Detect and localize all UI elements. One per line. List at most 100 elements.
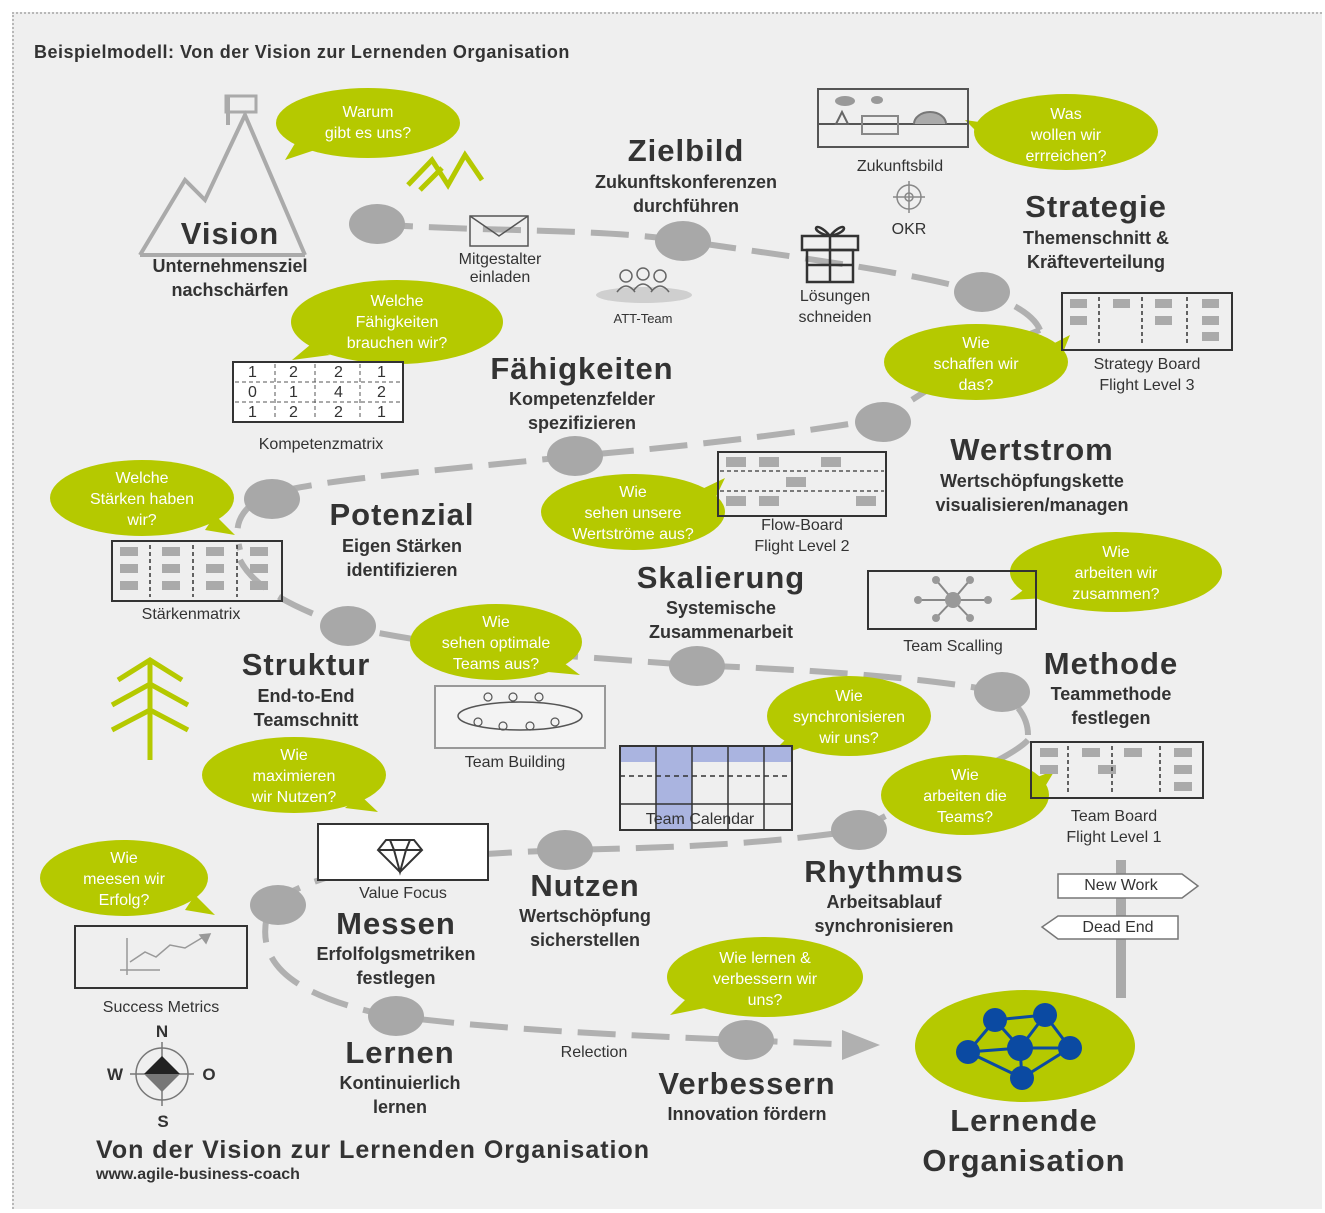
success-metrics-icon bbox=[74, 925, 248, 989]
stage-circle-zielbild bbox=[655, 221, 711, 261]
label-value-focus: Value Focus bbox=[359, 885, 447, 902]
stage-circle-methode bbox=[974, 672, 1030, 712]
stage-circle-wertstrom bbox=[855, 402, 911, 442]
stage-strategie-sub2: Kräfteverteilung bbox=[1026, 252, 1166, 272]
stage-vision-title: Vision bbox=[180, 216, 280, 251]
sign-dead-end: Dead End bbox=[1082, 918, 1154, 936]
footer-title: Von der Vision zur Lernenden Organisatio… bbox=[96, 1136, 651, 1164]
stage-circle-vision bbox=[349, 204, 405, 244]
label-team-building: Team Building bbox=[464, 754, 566, 771]
stage-potenzial-sub2: identifizieren bbox=[346, 560, 458, 580]
label-att-team: ATT-Team bbox=[613, 311, 673, 326]
stage-struktur-title: Struktur bbox=[241, 647, 371, 682]
stage-circle-faehigkeiten bbox=[547, 436, 603, 476]
mountain-icon bbox=[138, 94, 307, 257]
stage-zielbild-sub2: durchführen bbox=[633, 196, 739, 216]
stage-wertstrom-sub1: Wertschöpfungskette bbox=[940, 471, 1124, 491]
kompetenzmatrix-icon bbox=[232, 361, 404, 423]
stage-wertstrom-title: Wertstrom bbox=[950, 432, 1114, 467]
label-team-calendar: Team Calendar bbox=[645, 811, 755, 828]
flow-board-icon bbox=[717, 451, 887, 517]
stage-faehigkeiten-title: Fähigkeiten bbox=[490, 351, 674, 386]
stage-messen-sub1: Erfolfolgsmetriken bbox=[316, 944, 476, 964]
label-zukunftsbild: Zukunftsbild bbox=[856, 158, 944, 175]
page-title: Beispielmodell: Von der Vision zur Lerne… bbox=[34, 42, 570, 62]
compass-o: O bbox=[202, 1065, 216, 1084]
stage-nutzen-title: Nutzen bbox=[530, 868, 640, 903]
stage-skalierung-sub1: Systemische bbox=[665, 598, 777, 618]
envelope-icon bbox=[469, 215, 529, 247]
stage-methode-sub2: festlegen bbox=[1071, 708, 1151, 728]
stage-skalierung-title: Skalierung bbox=[636, 560, 806, 595]
stage-wertstrom-sub2: visualisieren/managen bbox=[935, 495, 1129, 515]
stage-zielbild-title: Zielbild bbox=[627, 133, 745, 168]
stage-circle-struktur bbox=[320, 606, 376, 646]
stage-verbessern-title: Verbessern bbox=[658, 1066, 836, 1101]
stage-circles bbox=[244, 204, 1030, 1060]
sign-new-work: New Work bbox=[1084, 877, 1158, 894]
lernende-organisation-line2: Organisation bbox=[922, 1143, 1126, 1178]
tree-icon bbox=[110, 657, 190, 760]
compass-s: S bbox=[157, 1112, 169, 1131]
zukunftsbild-icon bbox=[817, 88, 969, 148]
att-team-icon bbox=[596, 267, 692, 303]
stage-potenzial-title: Potenzial bbox=[329, 497, 475, 532]
stage-potenzial-sub1: Eigen Stärken bbox=[341, 536, 463, 556]
stage-zielbild-sub1: Zukunftskonferenzen bbox=[594, 172, 777, 192]
stage-rhythmus-sub2: synchronisieren bbox=[814, 916, 954, 936]
stage-messen-title: Messen bbox=[336, 906, 456, 941]
stage-circle-lernen bbox=[368, 996, 424, 1036]
stage-messen-sub2: festlegen bbox=[356, 968, 436, 988]
stage-circle-skalierung bbox=[669, 646, 725, 686]
stage-strategie-sub1: Themenschnitt & bbox=[1022, 228, 1169, 248]
stage-nutzen-sub2: sicherstellen bbox=[529, 930, 641, 950]
team-board-icon bbox=[1030, 741, 1204, 799]
stage-strategie-title: Strategie bbox=[1025, 189, 1167, 224]
stage-nutzen-sub1: Wertschöpfung bbox=[519, 906, 651, 926]
team-calendar-icon bbox=[619, 745, 793, 831]
label-success-metrics: Success Metrics bbox=[102, 999, 220, 1016]
lernende-organisation-line1: Lernende bbox=[950, 1103, 1098, 1138]
signpost-icon bbox=[1040, 860, 1200, 998]
gift-icon bbox=[800, 225, 860, 284]
stage-skalierung-sub2: Zusammenarbeit bbox=[648, 622, 794, 642]
stage-circle-verbessern bbox=[718, 1020, 774, 1060]
path-arrowhead bbox=[842, 1030, 880, 1060]
speech-bubbles bbox=[40, 88, 1222, 1017]
team-scalling-icon bbox=[867, 570, 1037, 630]
stage-circle-rhythmus bbox=[831, 810, 887, 850]
footer-url: www.agile-business-coach bbox=[96, 1166, 300, 1183]
zigzag-icon bbox=[406, 150, 485, 192]
stage-methode-title: Methode bbox=[1043, 646, 1179, 681]
stage-circle-strategie bbox=[954, 272, 1010, 312]
value-focus-icon bbox=[317, 823, 489, 881]
stage-rhythmus-title: Rhythmus bbox=[804, 854, 964, 889]
label-team-scalling: Team Scalling bbox=[903, 638, 1003, 655]
stage-faehigkeiten-sub2: spezifizieren bbox=[527, 413, 637, 433]
compass-w: W bbox=[106, 1065, 124, 1084]
network-icon bbox=[915, 990, 1135, 1102]
stage-lernen-sub2: lernen bbox=[372, 1097, 428, 1117]
label-staerkenmatrix: Stärkenmatrix bbox=[141, 606, 241, 623]
stage-verbessern-sub1: Innovation fördern bbox=[667, 1104, 827, 1124]
stage-struktur-sub2: Teamschnitt bbox=[253, 710, 359, 730]
stage-struktur-sub1: End-to-End bbox=[257, 686, 355, 706]
stage-circle-messen bbox=[250, 885, 306, 925]
stage-faehigkeiten-sub1: Kompetenzfelder bbox=[508, 389, 656, 409]
